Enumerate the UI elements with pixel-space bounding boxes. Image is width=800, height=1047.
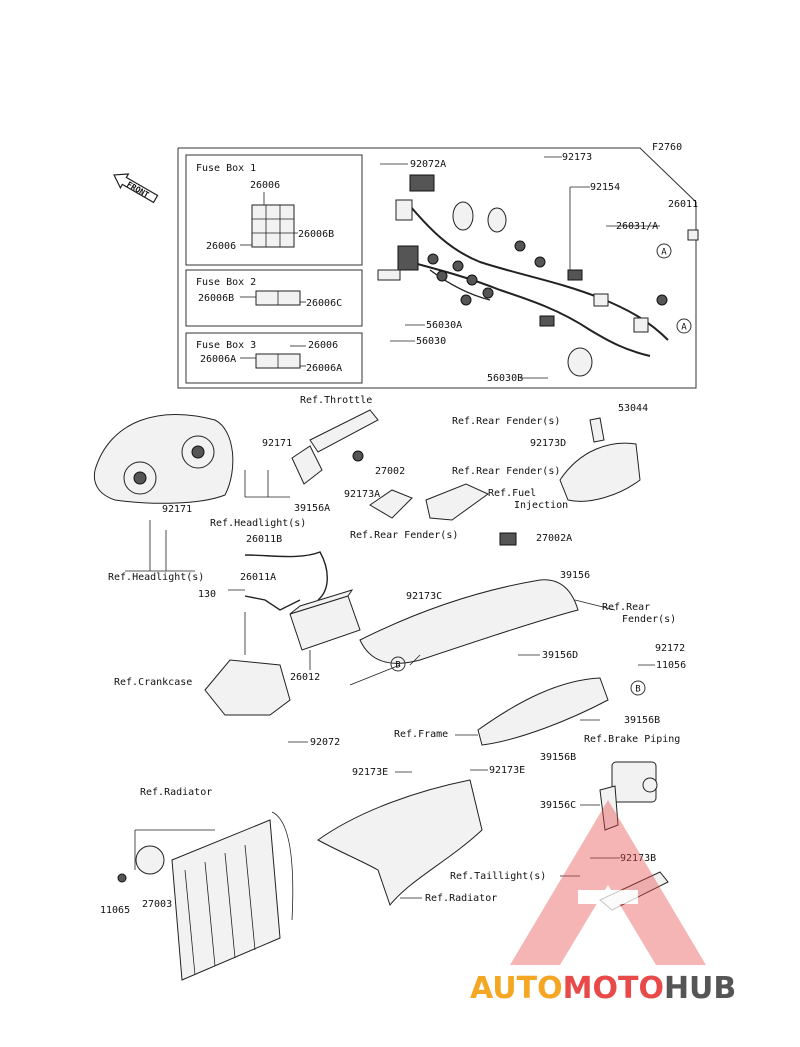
label-ref-radiator-top: Ref.Radiator (140, 787, 212, 798)
leader-lines (125, 156, 660, 899)
label-39156: 39156 (560, 570, 590, 581)
callout-a-top: A (656, 243, 672, 259)
fuse-box-2-drawing (240, 290, 306, 306)
label-39156b-top: 39156B (624, 715, 660, 726)
front-arrow-icon: FRONT (113, 173, 159, 204)
label-92072a: 92072A (410, 159, 446, 170)
label-26011a: 26011A (240, 572, 276, 583)
label-92173e-left: 92173E (352, 767, 388, 778)
throttle-bracket (291, 409, 379, 485)
fuse-box-1-panel (185, 154, 363, 266)
label-11056: 11056 (656, 660, 686, 671)
fuse-box-3-part-right: 26006A (306, 363, 342, 374)
label-ref-headlight-2: Ref.Headlight(s) (108, 572, 204, 583)
under-cowl (317, 779, 483, 907)
fuse-box-2-panel (185, 269, 363, 327)
svg-text:B: B (635, 685, 640, 695)
label-56030a: 56030A (426, 320, 462, 331)
label-39156a: 39156A (294, 503, 330, 514)
label-ref-crankcase: Ref.Crankcase (114, 677, 192, 688)
headlight-assembly (93, 413, 234, 504)
label-27003: 27003 (142, 899, 172, 910)
harness-frame (177, 147, 697, 389)
part-labels: 92072A 92173 92154 26011 26031/A 56030A … (100, 152, 698, 916)
callout-a-bottom: A (676, 318, 692, 334)
label-130: 130 (198, 589, 216, 600)
label-ref-brake-piping: Ref.Brake Piping (584, 734, 680, 745)
label-92173d: 92173D (530, 438, 566, 449)
label-injection: Injection (514, 500, 568, 511)
label-92072: 92072 (310, 737, 340, 748)
fuse-box-1-part-right: 26006B (298, 229, 334, 240)
svg-text:A: A (661, 248, 667, 258)
fuse-box-1-title: Fuse Box 1 (196, 163, 256, 174)
label-ref-headlight-1: Ref.Headlight(s) (210, 518, 306, 529)
label-39156d: 39156D (542, 650, 578, 661)
label-92173a: 92173A (344, 489, 380, 500)
label-ref-rear-fender-2: Ref.Rear Fender(s) (452, 466, 560, 477)
label-ref-throttle: Ref.Throttle (300, 395, 372, 406)
label-92172: 92172 (655, 643, 685, 654)
svg-text:B: B (395, 661, 400, 671)
label-53044: 53044 (618, 403, 648, 414)
label-11065: 11065 (100, 905, 130, 916)
watermark-logo (510, 800, 706, 965)
ground-lead-130 (244, 595, 301, 611)
label-92173b: 92173B (620, 853, 656, 864)
callout-b-right: B (630, 680, 646, 696)
label-ref-radiator-bottom: Ref.Radiator (425, 893, 497, 904)
fuse-box-3-drawing (240, 345, 306, 369)
label-ref-fuel: Ref.Fuel (488, 488, 536, 499)
label-ref-frame: Ref.Frame (394, 729, 448, 740)
fuse-box-1-drawing (240, 192, 298, 248)
label-92173c: 92173C (406, 591, 442, 602)
sub-harness-26011 (244, 551, 328, 601)
fuse-box-2-part-right: 26006C (306, 298, 342, 309)
frame-member (477, 677, 609, 746)
fuse-box-3-title: Fuse Box 3 (196, 340, 256, 351)
watermark-text: AUTOMOTOHUB (470, 971, 736, 1006)
label-56030b: 56030B (487, 373, 523, 384)
label-fenders: Fender(s) (622, 614, 676, 625)
label-27002a: 27002A (536, 533, 572, 544)
fuse-box-1-part-top: 26006 (250, 180, 280, 191)
svg-text:A: A (681, 323, 687, 333)
label-92154: 92154 (590, 182, 620, 193)
fuse-box-2-part-left: 26006B (198, 293, 234, 304)
abs-unit (599, 761, 658, 831)
rear-subframe-tray (359, 579, 579, 664)
label-ref-rear: Ref.Rear (602, 602, 650, 613)
label-39156b-bottom: 39156B (540, 752, 576, 763)
fuse-box-3-part-top: 26006 (308, 340, 338, 351)
diagram-code: F2760 (652, 142, 682, 153)
label-ref-rear-fender-1: Ref.Rear Fender(s) (452, 416, 560, 427)
crankcase (204, 659, 291, 716)
radiator (117, 811, 294, 981)
callout-b-left: B (390, 656, 406, 672)
label-ref-rear-fender-3: Ref.Rear Fender(s) (350, 530, 458, 541)
ecu-module (369, 483, 517, 546)
front-arrow-label: FRONT (125, 180, 151, 200)
rear-fender-bracket (559, 417, 641, 502)
main-wiring-harness (377, 174, 699, 377)
fuse-box-2-title: Fuse Box 2 (196, 277, 256, 288)
label-26012: 26012 (290, 672, 320, 683)
label-39156c: 39156C (540, 800, 576, 811)
fuse-box-3-part-left: 26006A (200, 354, 236, 365)
label-92173e-right: 92173E (489, 765, 525, 776)
label-ref-taillight: Ref.Taillight(s) (450, 871, 546, 882)
battery (289, 589, 361, 651)
label-27002: 27002 (375, 466, 405, 477)
label-92173: 92173 (562, 152, 592, 163)
fuse-box-3-panel (185, 332, 363, 384)
label-92171-top: 92171 (262, 438, 292, 449)
label-26011: 26011 (668, 199, 698, 210)
label-56030: 56030 (416, 336, 446, 347)
label-26011b: 26011B (246, 534, 282, 545)
fuse-box-1-part-left: 26006 (206, 241, 236, 252)
label-92171-left: 92171 (162, 504, 192, 515)
label-26031a: 26031/A (616, 221, 658, 232)
